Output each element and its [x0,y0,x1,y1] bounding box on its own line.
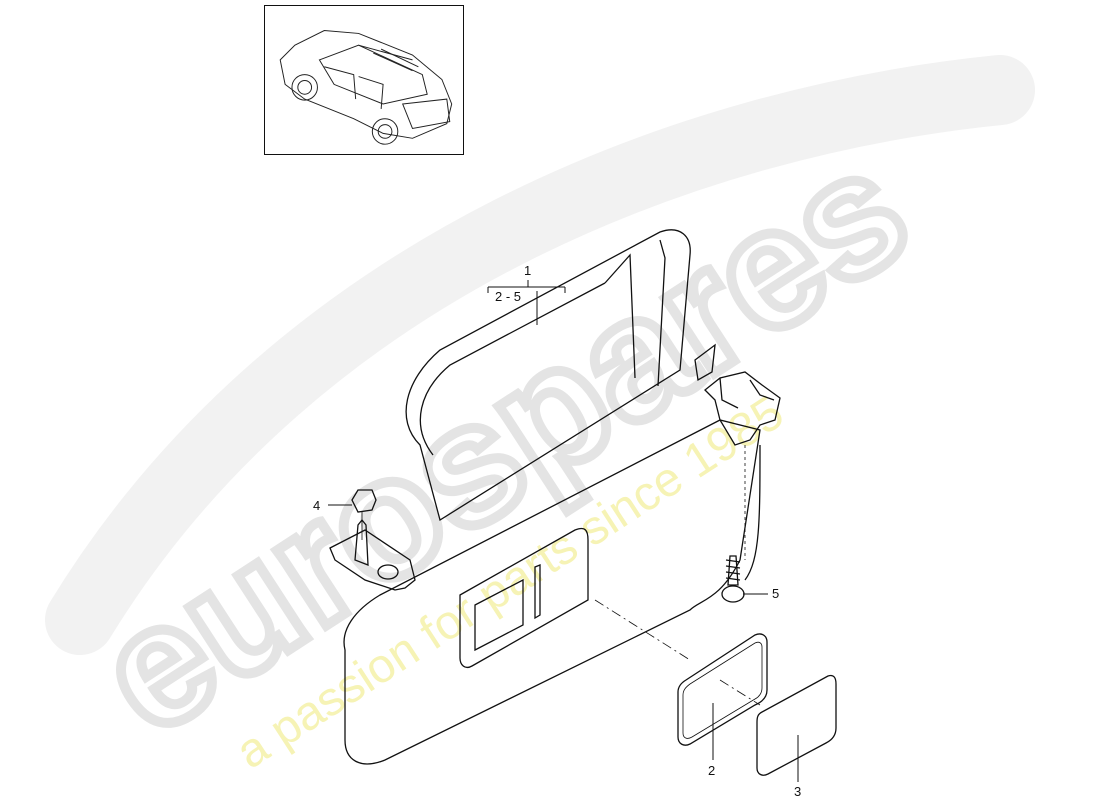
clip-part [351,489,377,513]
callout-5: 5 [772,586,780,601]
mirror-frame-part [677,633,768,746]
callout-3: 3 [794,784,802,799]
callout-range-2-5: 2 - 5 [495,289,522,304]
hinge-bracket [704,371,781,446]
vehicle-thumbnail [264,5,464,155]
car-thumbnail-icon [279,30,453,145]
callout-4: 4 [313,498,321,513]
screw-part [727,555,739,586]
visor-lower-panel [343,419,761,765]
visor-upper-panel [405,229,691,522]
callout-2: 2 [708,763,716,778]
pivot-mount [329,529,416,591]
mirror-glass-part [756,674,837,776]
callout-1: 1 [524,263,532,278]
vanity-mirror [459,527,589,669]
